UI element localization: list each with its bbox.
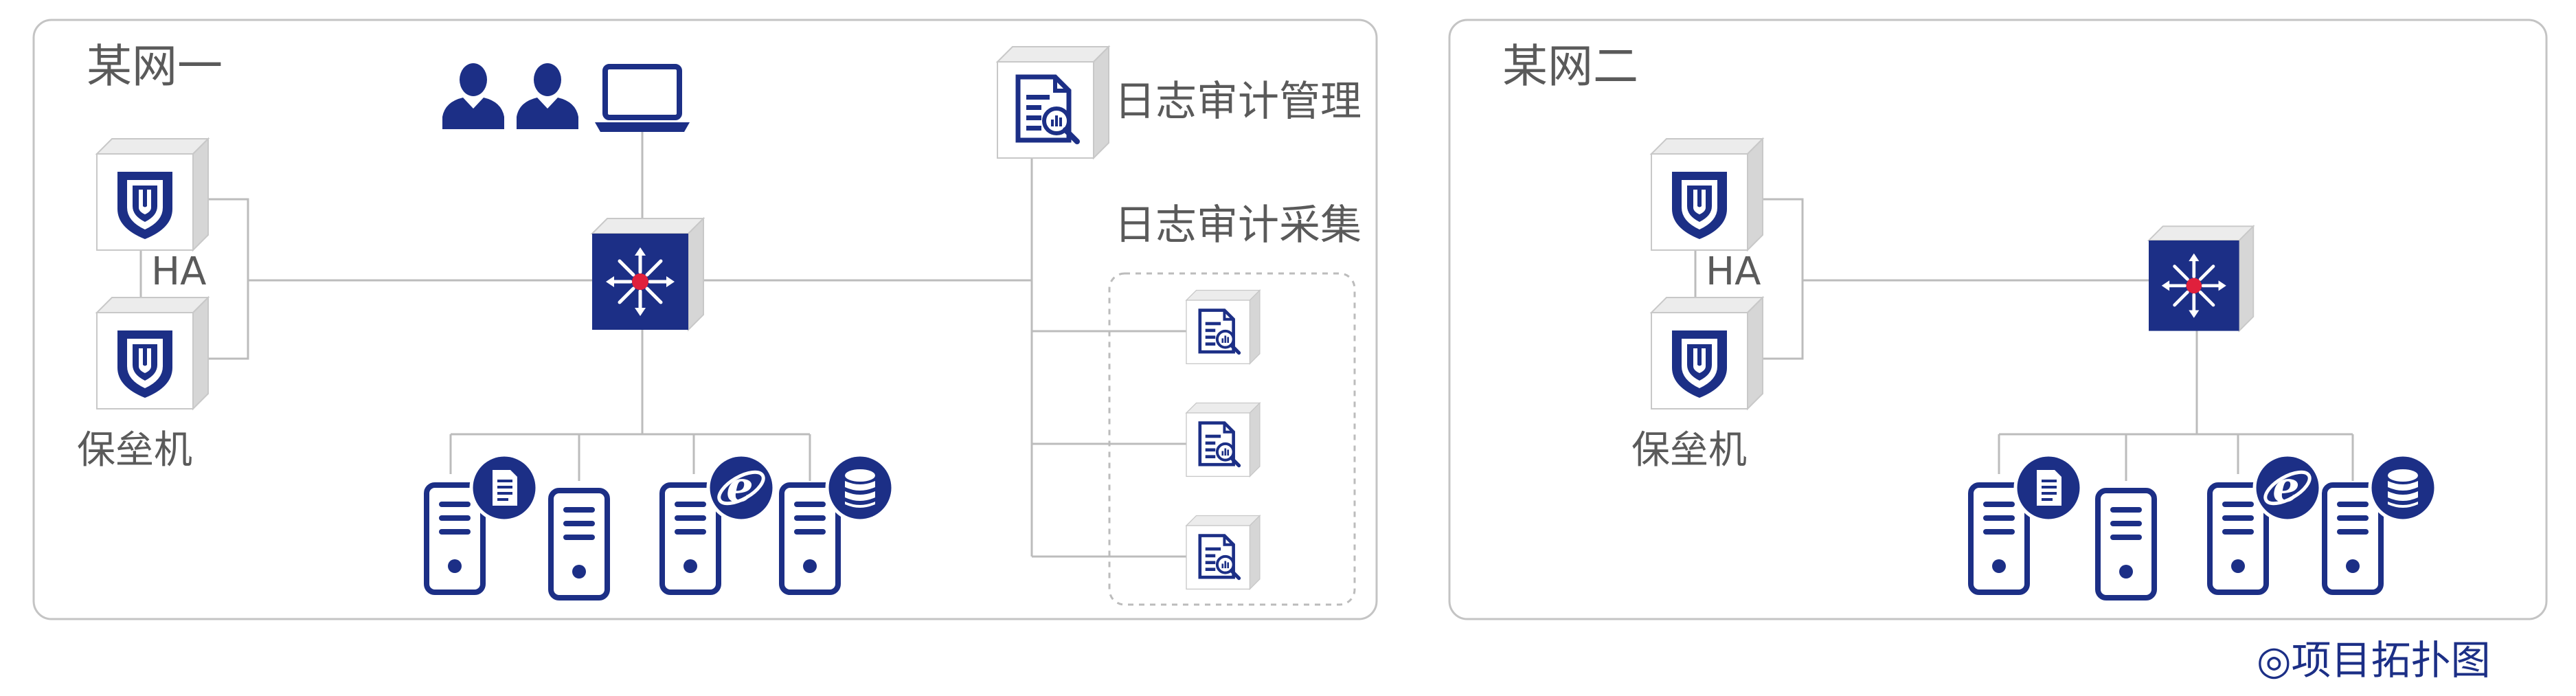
log-audit-collect-label: 日志审计采集 bbox=[1114, 201, 1362, 249]
bastion-label-net2: 保垒机 bbox=[1631, 428, 1747, 473]
core-switch-icon bbox=[592, 218, 703, 330]
laptop-icon bbox=[595, 64, 690, 132]
server-icon bbox=[2098, 491, 2154, 598]
log-collector-2 bbox=[1186, 402, 1261, 478]
zone-net1-frame bbox=[32, 19, 1378, 620]
database-icon bbox=[2370, 455, 2436, 521]
browser-icon bbox=[708, 455, 774, 521]
core-switch-2 bbox=[2149, 226, 2253, 330]
zone-title-net1: 某网一 bbox=[87, 40, 223, 93]
browser-icon bbox=[2255, 455, 2320, 521]
zone-title-net2: 某网二 bbox=[1502, 40, 1638, 93]
core-switch-1 bbox=[592, 218, 703, 330]
zone1-links bbox=[139, 129, 1186, 558]
ha-label-net1: HA bbox=[151, 249, 207, 294]
log-audit-mgmt-device bbox=[997, 46, 1109, 159]
log-collector-1 bbox=[1186, 289, 1261, 365]
log-collector-3 bbox=[1186, 515, 1261, 590]
log-audit-mgmt-label: 日志审计管理 bbox=[1114, 78, 1362, 126]
document-icon bbox=[2015, 455, 2081, 521]
ha-label-net2: HA bbox=[1706, 249, 1761, 294]
bastion-label-net1: 保垒机 bbox=[77, 428, 192, 473]
document-icon bbox=[471, 455, 537, 521]
database-icon bbox=[827, 455, 893, 521]
bastion-host-2 bbox=[96, 297, 209, 409]
server-icon bbox=[551, 491, 607, 598]
core-switch-icon bbox=[2149, 226, 2253, 330]
figure-caption: ◎项目拓扑图 bbox=[2257, 637, 2491, 684]
bastion-host-4 bbox=[1651, 297, 1763, 409]
bastion-host-3 bbox=[1651, 138, 1763, 251]
bastion-host-1 bbox=[96, 138, 209, 251]
log-collect-group bbox=[1108, 272, 1356, 606]
